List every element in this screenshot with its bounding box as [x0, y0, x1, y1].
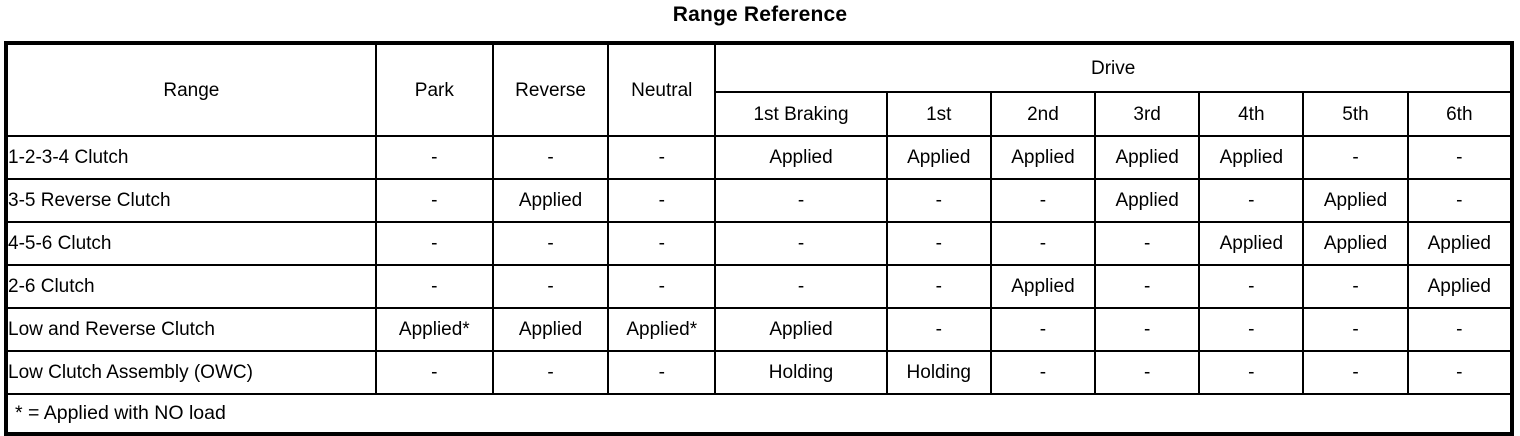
cell-1st-braking: - — [714, 264, 888, 309]
cell-1st-braking: Applied — [714, 307, 888, 352]
cell-3rd: - — [1094, 307, 1201, 352]
range-reference-table-container: Range Park Reverse Neutral Drive 1st Bra… — [4, 41, 1514, 436]
cell-3rd: Applied — [1094, 135, 1201, 180]
cell-5th: Applied — [1302, 178, 1409, 223]
cell-2nd: - — [989, 221, 1097, 266]
cell-5th: - — [1302, 135, 1409, 180]
cell-reverse: - — [491, 264, 610, 309]
cell-park: - — [374, 350, 494, 395]
cell-4th: Applied — [1198, 221, 1305, 266]
cell-reverse: Applied — [491, 178, 610, 223]
cell-neutral: - — [607, 135, 717, 180]
table-row: 1-2-3-4 Clutch - - - Applied Applied App… — [5, 135, 1514, 180]
cell-1st-braking: Holding — [714, 350, 888, 395]
cell-5th: - — [1302, 350, 1409, 395]
row-label: Low and Reverse Clutch — [5, 307, 377, 352]
cell-park: - — [374, 264, 494, 309]
cell-1st: - — [885, 307, 992, 352]
column-header-range: Range — [5, 42, 377, 137]
cell-4th: - — [1198, 264, 1305, 309]
cell-2nd: - — [989, 178, 1097, 223]
cell-3rd: Applied — [1094, 178, 1201, 223]
table-footnote: * = Applied with NO load — [6, 393, 1512, 434]
column-header-4th: 4th — [1198, 91, 1305, 137]
column-header-6th: 6th — [1406, 91, 1514, 137]
column-header-park: Park — [374, 42, 494, 137]
cell-4th: Applied — [1198, 135, 1305, 180]
cell-6th: Applied — [1406, 264, 1514, 309]
cell-1st: - — [885, 221, 992, 266]
table-body: 1-2-3-4 Clutch - - - Applied Applied App… — [5, 135, 1514, 434]
cell-reverse: - — [491, 221, 610, 266]
row-label: 2-6 Clutch — [5, 264, 377, 309]
cell-1st-braking: - — [714, 178, 888, 223]
cell-neutral: - — [607, 178, 717, 223]
column-group-header-drive: Drive — [714, 42, 1513, 93]
cell-2nd: Applied — [989, 264, 1097, 309]
header-row-gears: 1st Braking 1st 2nd 3rd 4th 5th 6th — [6, 91, 1514, 137]
cell-5th: - — [1302, 307, 1409, 352]
cell-neutral: Applied* — [607, 307, 717, 352]
table-row: 4-5-6 Clutch - - - - - - - Applied Appli… — [5, 221, 1514, 266]
column-header-3rd: 3rd — [1094, 91, 1201, 137]
cell-park: - — [374, 178, 494, 223]
cell-1st: Applied — [885, 135, 992, 180]
cell-neutral: - — [607, 264, 717, 309]
cell-5th: - — [1302, 264, 1409, 309]
cell-1st: Holding — [885, 350, 992, 395]
column-header-1st-braking: 1st Braking — [714, 91, 888, 137]
table-row: Low and Reverse Clutch Applied* Applied … — [5, 307, 1514, 352]
column-header-5th: 5th — [1302, 91, 1409, 137]
header-row-group: Range Park Reverse Neutral Drive — [5, 42, 1513, 137]
cell-6th: - — [1406, 350, 1514, 395]
cell-4th: - — [1198, 178, 1305, 223]
cell-3rd: - — [1094, 350, 1201, 395]
cell-neutral: - — [607, 350, 717, 395]
cell-neutral: - — [607, 221, 717, 266]
table-row: Low Clutch Assembly (OWC) - - - Holding … — [5, 350, 1514, 395]
cell-5th: Applied — [1302, 221, 1409, 266]
cell-2nd: Applied — [989, 135, 1097, 180]
cell-2nd: - — [989, 350, 1097, 395]
cell-park: Applied* — [374, 307, 494, 352]
column-header-reverse: Reverse — [491, 42, 610, 137]
row-label: Low Clutch Assembly (OWC) — [5, 350, 377, 395]
row-label: 3-5 Reverse Clutch — [5, 178, 377, 223]
cell-1st: - — [885, 264, 992, 309]
cell-reverse: - — [491, 350, 610, 395]
cell-6th: - — [1406, 178, 1514, 223]
column-header-2nd: 2nd — [989, 91, 1097, 137]
cell-2nd: - — [989, 307, 1097, 352]
table-header: Range Park Reverse Neutral Drive 1st Bra… — [5, 42, 1514, 137]
cell-1st-braking: Applied — [714, 135, 888, 180]
cell-6th: - — [1406, 135, 1514, 180]
cell-park: - — [374, 135, 494, 180]
page-title: Range Reference — [672, 3, 848, 26]
cell-6th: Applied — [1406, 221, 1514, 266]
cell-1st: - — [885, 178, 992, 223]
column-header-1st: 1st — [885, 91, 992, 137]
cell-6th: - — [1406, 307, 1514, 352]
cell-3rd: - — [1094, 221, 1201, 266]
row-label: 1-2-3-4 Clutch — [5, 135, 377, 180]
cell-1st-braking: - — [714, 221, 888, 266]
cell-4th: - — [1198, 307, 1305, 352]
range-reference-table: Range Park Reverse Neutral Drive 1st Bra… — [4, 41, 1514, 436]
table-footnote-row: * = Applied with NO load — [6, 393, 1512, 434]
cell-reverse: Applied — [491, 307, 610, 352]
table-row: 2-6 Clutch - - - - - Applied - - - Appli… — [5, 264, 1514, 309]
cell-reverse: - — [491, 135, 610, 180]
cell-park: - — [374, 221, 494, 266]
column-header-neutral: Neutral — [607, 42, 717, 137]
cell-4th: - — [1198, 350, 1305, 395]
row-label: 4-5-6 Clutch — [5, 221, 377, 266]
table-row: 3-5 Reverse Clutch - Applied - - - - App… — [5, 178, 1514, 223]
cell-3rd: - — [1094, 264, 1201, 309]
